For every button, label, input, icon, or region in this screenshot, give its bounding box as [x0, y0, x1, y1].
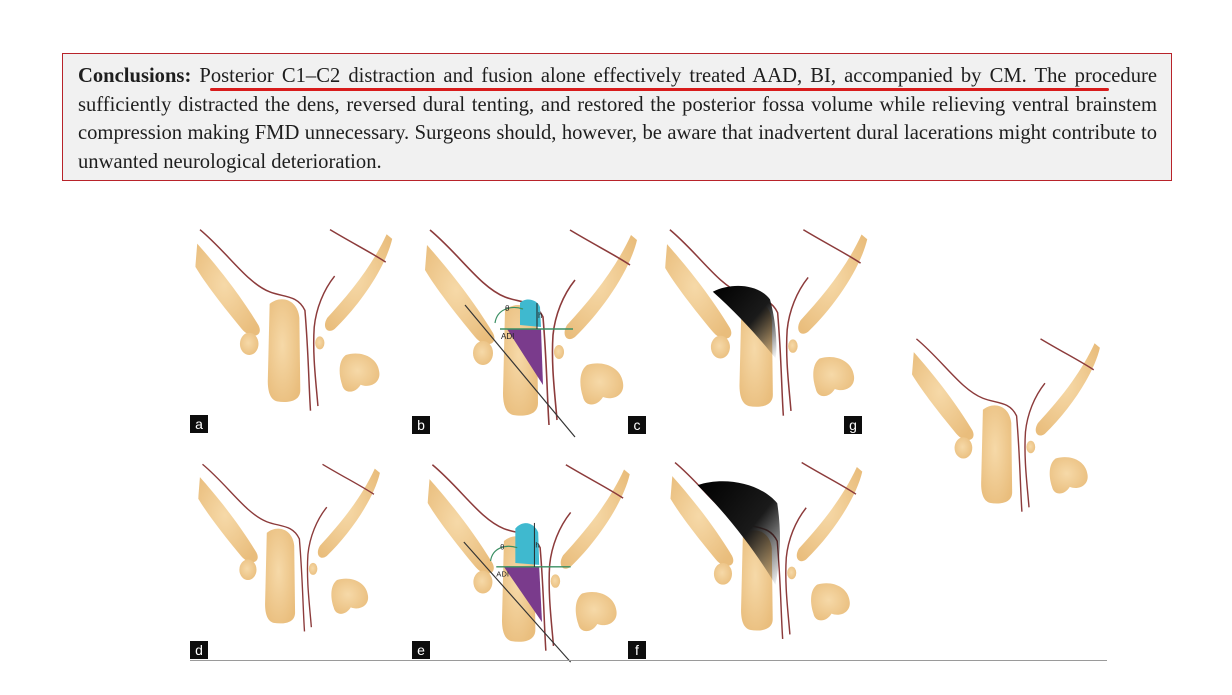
panel-label-e: e	[412, 641, 430, 659]
adi-label: ADI	[501, 332, 514, 341]
shadow-region	[712, 285, 777, 359]
cyan-region	[515, 523, 540, 565]
height-label: h	[538, 311, 542, 320]
conclusion-text: Posterior C1–C2 distraction and fusion a…	[78, 65, 1157, 173]
figure-baseline	[190, 660, 1107, 661]
adi-label: ADI	[496, 569, 509, 578]
conclusion-paragraph: Conclusions: Posterior C1–C2 distraction…	[78, 62, 1157, 176]
panel-a-illustration	[190, 225, 405, 420]
panel-e-illustration: θ h ADI	[425, 460, 640, 665]
conclusion-box: Conclusions: Posterior C1–C2 distraction…	[62, 53, 1172, 181]
panel-d-illustration	[190, 460, 395, 640]
panel-label-c: c	[628, 416, 646, 434]
conclusion-label: Conclusions:	[78, 65, 192, 87]
shadow-region	[697, 481, 781, 585]
panel-label-g: g	[844, 416, 862, 434]
height-label: h	[535, 541, 539, 550]
panel-b-illustration: θ h ADI	[425, 225, 645, 440]
cyan-region	[520, 299, 541, 327]
highlight-underline	[210, 88, 1109, 91]
purple-region	[507, 329, 543, 385]
panel-c-illustration	[665, 225, 875, 430]
theta-label: θ	[500, 543, 504, 552]
theta-label: θ	[505, 304, 510, 313]
panel-label-d: d	[190, 641, 208, 659]
panel-label-a: a	[190, 415, 208, 433]
panel-label-b: b	[412, 416, 430, 434]
panel-label-f: f	[628, 641, 646, 659]
panel-f-illustration	[665, 458, 875, 648]
panel-right-illustration	[912, 325, 1107, 530]
